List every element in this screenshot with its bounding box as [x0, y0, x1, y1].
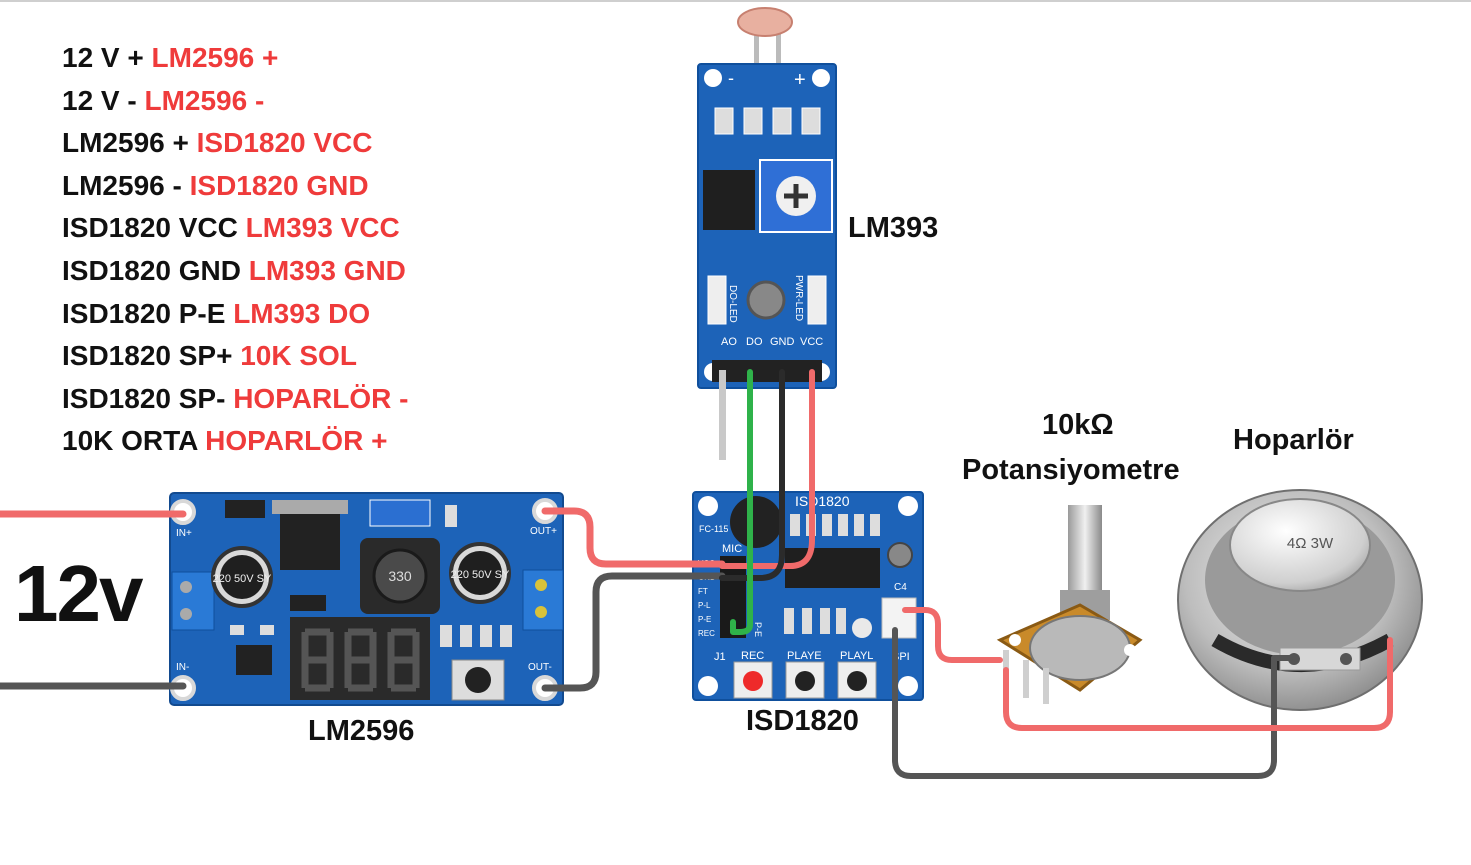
lm393-pin-ao: AO	[721, 336, 737, 348]
legend-row: ISD1820 GND LM393 GND	[62, 253, 408, 296]
isd1820-c4-silk: C4	[894, 582, 907, 593]
wires	[0, 369, 1393, 779]
legend-from: ISD1820 SP-	[62, 382, 226, 414]
legend-from: 12 V +	[62, 42, 144, 73]
isd1820-pin-ft: FT	[698, 587, 708, 596]
legend-row: 12 V + LM2596 +	[62, 40, 408, 83]
lm2596-out-minus-silk: OUT-	[528, 662, 552, 673]
legend-from: LM2596 -	[62, 169, 182, 201]
lm2596-out-plus-silk: OUT+	[530, 526, 557, 537]
legend-row: LM2596 - ISD1820 GND	[62, 168, 408, 211]
isd1820-pin-pe: P-E	[698, 615, 711, 624]
lm393-pwr-led-silk: PWR-LED	[793, 275, 804, 321]
lm393-plus-silk: +	[794, 69, 806, 91]
legend-from: ISD1820 VCC	[62, 212, 238, 244]
legend-row: 12 V - LM2596 -	[62, 83, 408, 126]
legend-row: ISD1820 VCC LM393 VCC	[62, 210, 408, 253]
isd1820-btn-playl-silk: PLAYL	[840, 650, 873, 662]
legend-row: LM2596 + ISD1820 VCC	[62, 125, 408, 168]
speaker-label: Hoparlör	[1233, 424, 1354, 456]
potentiometer	[996, 505, 1143, 704]
lm2596-cap2-silk: 220 50V SY	[451, 569, 510, 581]
lm2596-in-minus-silk: IN-	[176, 662, 189, 673]
legend-to: HOPARLÖR -	[233, 382, 409, 414]
wire-lm2596-out-minus	[541, 572, 726, 692]
lm393-minus-silk: -	[728, 68, 734, 88]
isd1820-btn-rec-silk: REC	[741, 650, 764, 662]
legend-from: 10K ORTA	[62, 425, 198, 457]
legend-from: LM2596 +	[62, 127, 189, 159]
lm393-label: LM393	[848, 212, 939, 244]
power-label: 12v	[14, 549, 143, 638]
legend-to: LM2596 -	[144, 84, 265, 116]
speaker-rating-silk: 4Ω 3W	[1287, 535, 1334, 552]
connection-legend: 12 V + LM2596 + 12 V - LM2596 - LM2596 +…	[62, 40, 408, 466]
legend-from: ISD1820 GND	[62, 254, 241, 286]
wire-sp-plus	[902, 607, 1003, 663]
lm393-pin-do: DO	[746, 336, 763, 348]
isd1820-board: ISD1820 FC-115 MIC C4 VCC GND FT P-L P-E…	[692, 491, 924, 701]
legend-to: LM393 DO	[233, 297, 371, 329]
legend-to: ISD1820 VCC	[196, 127, 373, 159]
legend-row: ISD1820 SP+ 10K SOL	[62, 338, 408, 381]
wire-pot-middle	[1003, 637, 1393, 731]
legend-row: 10K ORTA HOPARLÖR +	[62, 423, 408, 466]
legend-from: ISD1820 SP+	[62, 340, 233, 372]
lm2596-inductor-silk: 330	[388, 568, 412, 584]
legend-row: ISD1820 P-E LM393 DO	[62, 296, 408, 339]
isd1820-pin-rec: REC	[698, 629, 715, 638]
legend-from: ISD1820 P-E	[62, 297, 226, 329]
lm2596-label: LM2596	[308, 715, 415, 747]
legend-from: 12 V -	[62, 84, 137, 116]
legend-to: HOPARLÖR +	[205, 425, 388, 457]
legend-to: LM393 GND	[248, 254, 406, 286]
lm393-board: - + DO-LED PWR-LED AO DO GND VCC	[697, 7, 837, 460]
wire-sp-minus	[892, 627, 1293, 779]
lm2596-in-plus-silk: IN+	[176, 528, 192, 539]
isd1820-btn-playe-silk: PLAYE	[787, 650, 822, 662]
isd1820-label: ISD1820	[746, 705, 859, 737]
isd1820-j1-silk: J1	[714, 651, 726, 663]
isd1820-fc-silk: FC-115	[699, 524, 728, 534]
wire-lm393-do	[730, 369, 753, 635]
lm393-pin-gnd: GND	[770, 336, 795, 348]
potentiometer-label-name: Potansiyometre	[962, 454, 1180, 486]
isd1820-pe-silk: P-E	[753, 622, 763, 637]
legend-row: ISD1820 SP- HOPARLÖR -	[62, 381, 408, 424]
isd1820-mic-silk: MIC	[722, 543, 742, 555]
isd1820-title-silk: ISD1820	[795, 493, 850, 509]
lm393-do-led-silk: DO-LED	[727, 285, 738, 323]
speaker: 4Ω 3W	[1177, 489, 1423, 711]
legend-to: LM393 VCC	[245, 212, 400, 244]
lm2596-board: 220 50V SY 220 50V SY 330 IN+ IN- OUT+ O…	[169, 492, 564, 706]
legend-to: ISD1820 GND	[189, 169, 369, 201]
legend-to: LM2596 +	[151, 42, 279, 73]
isd1820-pin-pl: P-L	[698, 601, 711, 610]
potentiometer-label-value: 10kΩ	[1042, 409, 1114, 441]
wire-lm2596-out-plus	[541, 507, 726, 568]
wire-lm393-vcc	[719, 369, 815, 569]
legend-to: 10K SOL	[240, 340, 357, 372]
lm2596-cap1-silk: 220 50V SY	[213, 573, 272, 585]
wire-lm393-gnd	[719, 369, 785, 581]
lm393-pin-vcc: VCC	[800, 336, 823, 348]
